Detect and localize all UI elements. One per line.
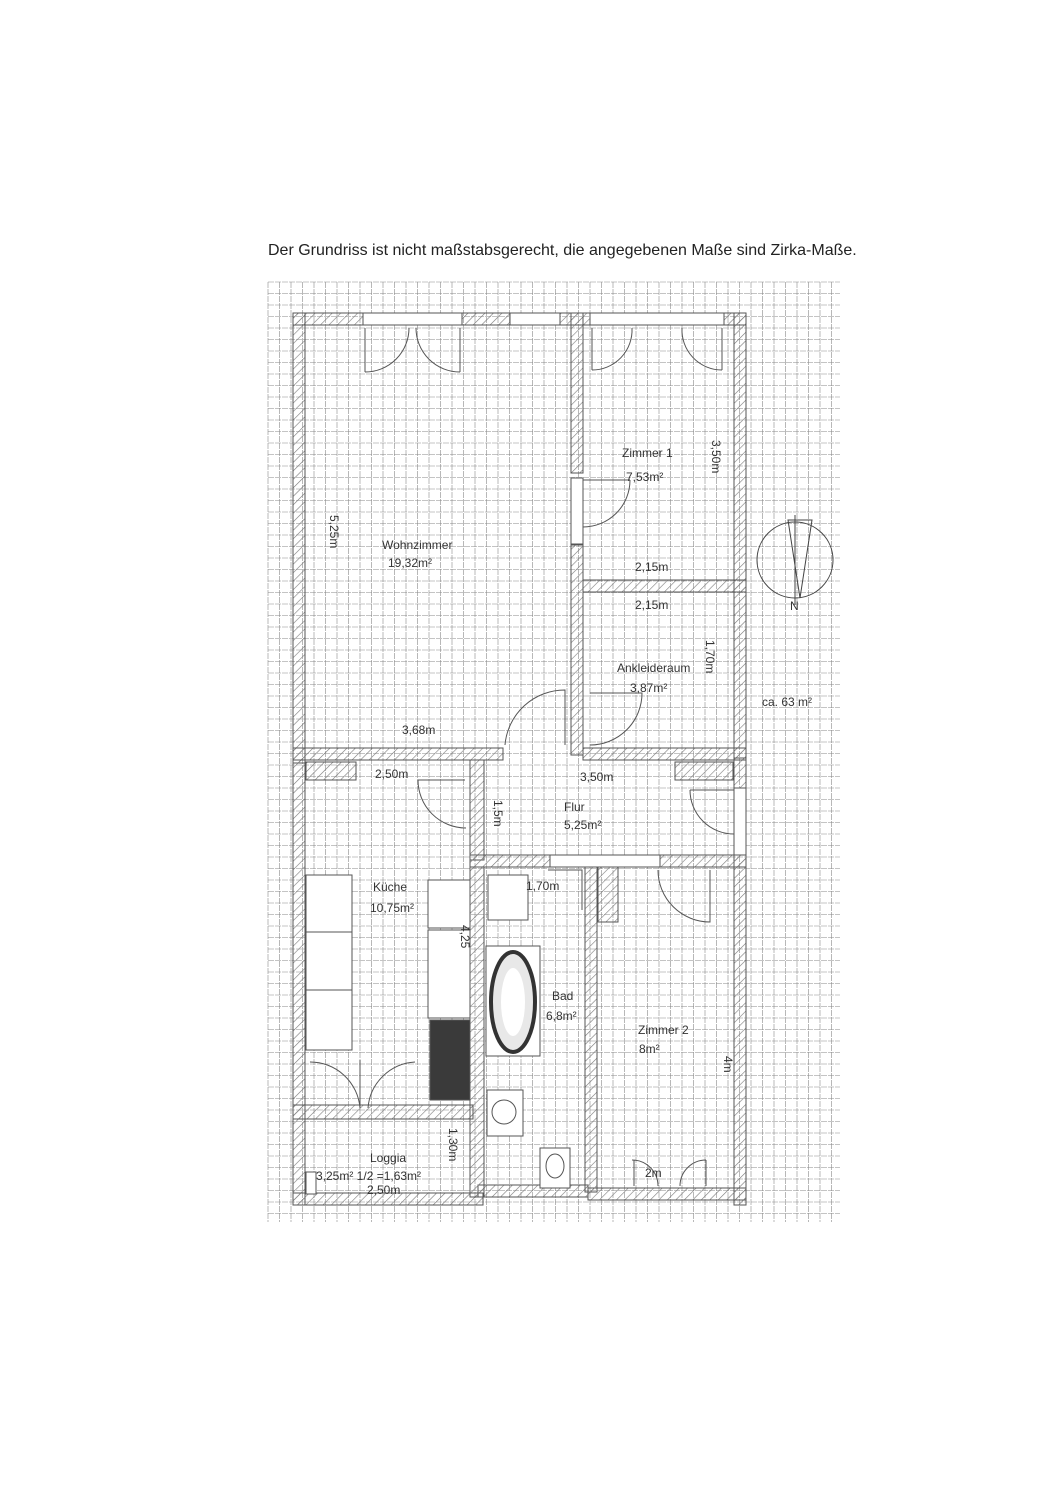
total-area: ca. 63 m² xyxy=(762,695,812,709)
room-name-zimmer2: Zimmer 2 xyxy=(638,1023,689,1037)
wall-stub-zimmer2 xyxy=(597,866,619,923)
dim-ankleideraum-width: 2,15m xyxy=(635,598,668,612)
wall-kueche-bad xyxy=(469,866,485,1198)
dim-loggia-height: 1,30m xyxy=(446,1128,460,1161)
room-name-loggia: Loggia xyxy=(370,1151,406,1165)
bath-fixtures xyxy=(485,874,571,1189)
room-area-wohnzimmer: 19,32m² xyxy=(388,556,432,570)
wall-flur-bottom xyxy=(469,854,551,868)
dim-wohnzimmer-height: 5,25m xyxy=(327,515,341,548)
wall-bottom-room2 xyxy=(587,1187,747,1201)
dim-bad-width: 1,70m xyxy=(526,879,559,893)
dim-zimmer2-width: 2m xyxy=(645,1166,662,1180)
room-name-flur: Flur xyxy=(564,800,585,814)
dim-kueche-height: 4,25 xyxy=(458,925,472,949)
room-name-zimmer1: Zimmer 1 xyxy=(622,446,673,460)
compass: N xyxy=(756,515,834,613)
dim-zimmer1-width: 2,15m xyxy=(635,560,668,574)
wall-right-flur xyxy=(733,757,747,789)
sink xyxy=(491,1099,517,1125)
stove xyxy=(429,1019,471,1101)
doors xyxy=(309,327,747,1187)
room-name-kueche: Küche xyxy=(373,880,407,894)
kitchen-fixtures xyxy=(305,874,471,1101)
wall-left-upper xyxy=(292,312,306,764)
room-area-bad: 6,8m² xyxy=(546,1009,577,1023)
wall-left-lower xyxy=(292,759,306,1206)
dim-flur-width: 3,50m xyxy=(580,770,613,784)
wall-bottom-loggia xyxy=(292,1192,484,1206)
wall-right-upper xyxy=(733,312,747,759)
wall-wohn-kueche xyxy=(292,747,504,761)
walls xyxy=(292,312,747,1206)
windows xyxy=(305,312,725,1195)
room-name-ankleideraum: Ankleideraum xyxy=(617,661,690,675)
dim-kueche-width: 2,50m xyxy=(375,767,408,781)
room-name-bad: Bad xyxy=(552,989,573,1003)
compass-north-label: N xyxy=(790,599,799,613)
wall-kueche-flur xyxy=(469,759,485,861)
room-area-loggia: 3,25m² 1/2 =1,63m² xyxy=(316,1169,421,1183)
room-area-ankleideraum: 3,87m² xyxy=(630,681,667,695)
kitchen-counter-left xyxy=(305,874,353,1051)
wall-ankleide-flur xyxy=(582,747,747,761)
wall-stub-kueche xyxy=(305,761,357,781)
bath-cabinet xyxy=(487,874,529,921)
wall-top-middle xyxy=(461,312,511,326)
wall-right-lower xyxy=(733,854,747,1206)
wall-bad-zimmer2 xyxy=(584,866,598,1193)
kitchen-unit-top xyxy=(427,879,471,929)
room-area-zimmer1: 7,53m² xyxy=(626,470,663,484)
dim-zimmer2-height: 4m xyxy=(721,1056,735,1073)
plan-disclaimer-note: Der Grundriss ist nicht maßstabsgerecht,… xyxy=(268,242,857,259)
wall-bottom-bath xyxy=(477,1184,589,1198)
kitchen-unit-mid xyxy=(427,929,471,1019)
dim-flur-height: 1,5m xyxy=(491,800,505,827)
wall-wohn-zimmer1 xyxy=(570,312,584,474)
dim-zimmer1-height: 3,50m xyxy=(709,440,723,473)
dim-ankleideraum-height: 1,70m xyxy=(703,640,717,673)
dim-wohnzimmer-width: 3,68m xyxy=(402,723,435,737)
room-area-kueche: 10,75m² xyxy=(370,901,414,915)
dim-loggia-width: 2,50m xyxy=(367,1183,400,1197)
wall-wohn-zimmer1-lower xyxy=(570,544,584,756)
wall-flur-bottom-right xyxy=(659,854,747,868)
toilet xyxy=(545,1153,565,1179)
room-labels: Wohnzimmer 19,32m² 5,25m 3,68m Zimmer 1 … xyxy=(316,440,812,1197)
wall-zimmer1-ankleide xyxy=(582,579,747,593)
wall-stub-flur xyxy=(674,761,734,781)
wall-kueche-loggia xyxy=(292,1104,474,1120)
room-area-zimmer2: 8m² xyxy=(639,1042,660,1056)
room-name-wohnzimmer: Wohnzimmer xyxy=(382,538,452,552)
room-area-flur: 5,25m² xyxy=(564,818,601,832)
